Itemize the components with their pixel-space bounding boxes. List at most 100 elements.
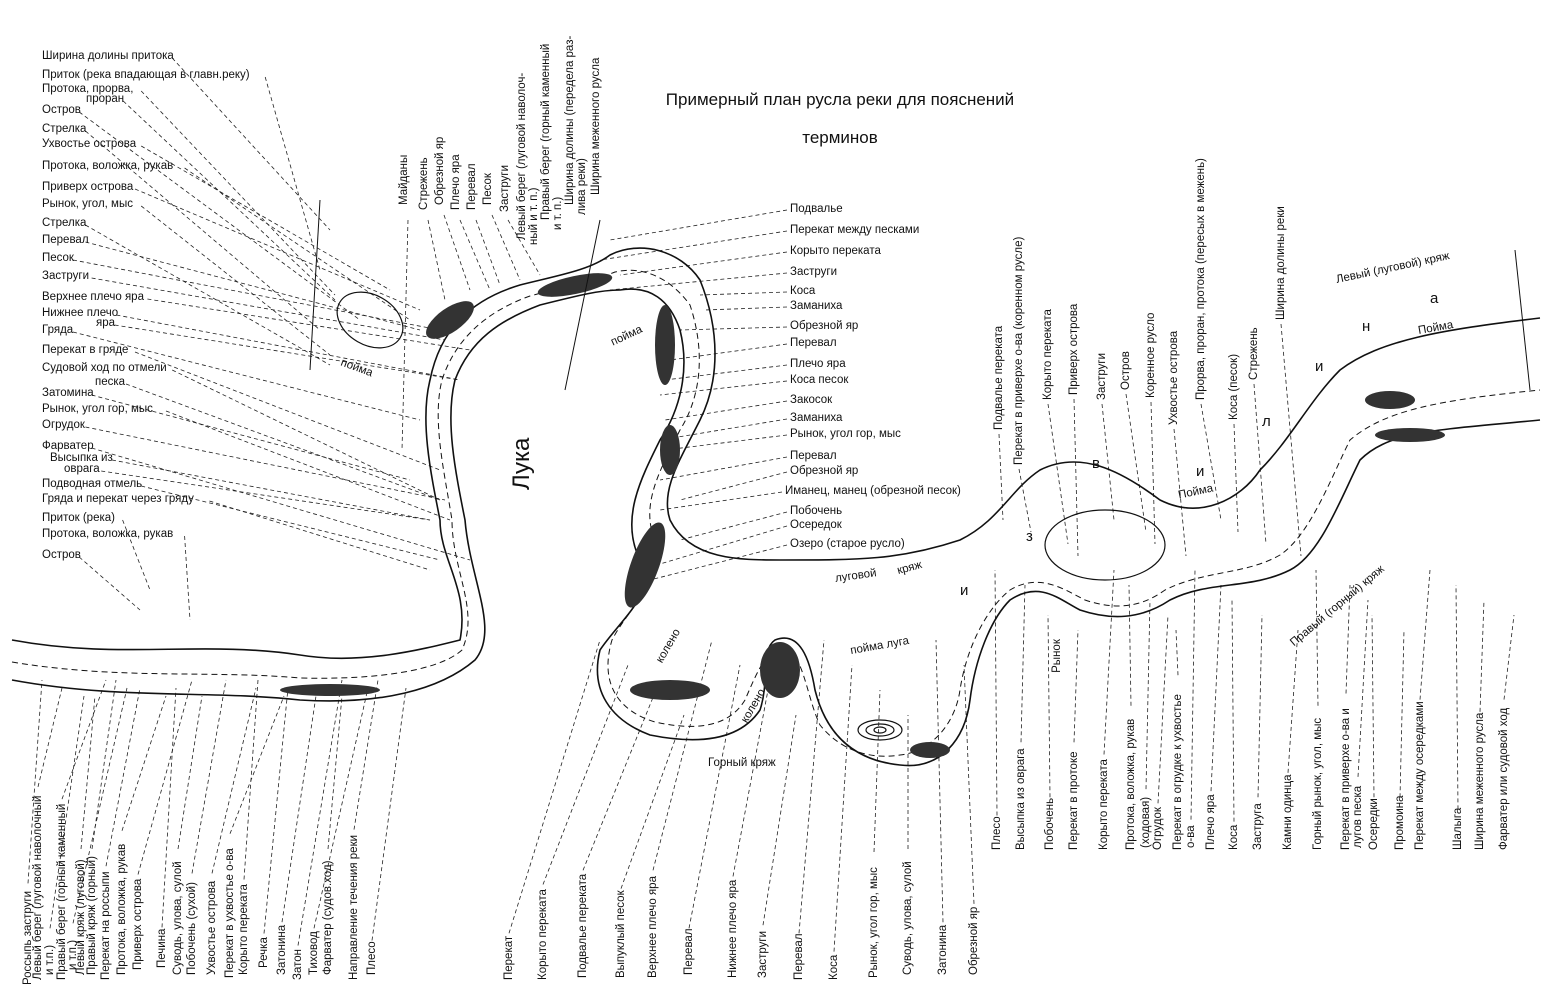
bottom-middle-label-8: Перевал xyxy=(793,933,805,980)
leader-bottom-right-5 xyxy=(1103,569,1115,755)
bottom-left-label-15: Корыто переката xyxy=(238,884,250,975)
leader-bottom-right-17 xyxy=(1357,599,1369,777)
bottom-middle-label-5: Перевал xyxy=(683,928,695,975)
bottom-middle-label-0: Перекат xyxy=(503,935,515,980)
bottom-left-label-8: Протока, воложка, рукав xyxy=(116,843,128,975)
leader-bottom-right-15 xyxy=(1315,569,1319,706)
right-top-label-2: Корыто переката xyxy=(1042,309,1054,400)
left-label-9: Рынок, угол, мыс xyxy=(42,198,133,210)
leader-mid-15 xyxy=(659,491,783,511)
leader-bottom-left-3 xyxy=(61,679,107,800)
leader-bottom-left-13 xyxy=(211,687,257,874)
leader-left-18 xyxy=(134,351,441,471)
top-vert-label-2: Обрезной яр xyxy=(434,136,446,205)
middle-label-4: Коса xyxy=(790,285,816,297)
leader-right-top-11 xyxy=(1280,323,1302,557)
leader-bottom-right-13 xyxy=(1257,614,1263,798)
left-label-25: Высыпка из xyxy=(50,452,113,464)
bottom-middle-label-12: Затонина xyxy=(937,924,949,975)
bottom-right-label-11: Плечо яра xyxy=(1205,794,1217,850)
leader-right-top-10 xyxy=(1253,383,1267,545)
left-label-22: Рынок, угол гор, мыс xyxy=(42,403,153,415)
top-vert-label-1: Стрежень xyxy=(418,157,430,210)
valley-letter-7: а xyxy=(1430,290,1439,307)
bottom-right-label-19: Промоина xyxy=(1394,795,1406,850)
valley-letter-3: и xyxy=(960,582,969,599)
leader-mid-17 xyxy=(639,525,788,571)
leader-bottom-middle-8 xyxy=(798,639,825,934)
sand-bottom-right xyxy=(910,742,950,758)
leader-right-top-7 xyxy=(1173,428,1187,557)
leader-bottom-middle-3 xyxy=(620,714,685,889)
leader-mid-11 xyxy=(659,418,788,441)
leader-bottom-right-21 xyxy=(1455,584,1459,810)
leader-bottom-right-4 xyxy=(1073,629,1079,743)
bottom-right-label-13: Заструга xyxy=(1252,803,1264,850)
leader-mid-2 xyxy=(619,251,788,276)
leader-bottom-middle-0 xyxy=(508,639,601,934)
leader-left-27 xyxy=(141,485,441,561)
leader-left-19 xyxy=(172,369,441,501)
left-label-28: Гряда и перекат через гряду xyxy=(42,493,194,505)
bottom-left-label-22: Плесо xyxy=(366,941,378,975)
bottom-middle-label-1: Корыто переката xyxy=(537,889,549,980)
bottom-right-label-23: Фарватер или судовой ход xyxy=(1498,707,1510,850)
sandbank-right-bend xyxy=(655,305,675,385)
island-right-lower xyxy=(1375,428,1445,442)
fairway-line xyxy=(11,269,1541,757)
middle-label-9: Коса песок xyxy=(790,374,849,386)
leader-bottom-right-23 xyxy=(1503,614,1515,700)
left-label-20: песка xyxy=(95,376,126,388)
right-top-label-7: Ухвостье острова xyxy=(1168,330,1180,425)
leader-left-14 xyxy=(147,298,471,351)
top-vert-label-12: лива реки) xyxy=(576,158,588,215)
middle-label-14: Обрезной яр xyxy=(790,465,859,477)
bottom-left-label-11: Суводь, улова, сулой xyxy=(172,861,184,975)
bottom-middle-label-3: Выпуклый песок xyxy=(615,890,627,978)
bottom-middle-label-13: Обрезной яр xyxy=(968,906,980,975)
left-label-5: Стрелка xyxy=(42,123,87,135)
leader-left-30 xyxy=(184,535,191,621)
middle-label-13: Перевал xyxy=(790,450,837,462)
bottom-left-label-21: Направление течения реки xyxy=(348,834,360,980)
leader-mid-7 xyxy=(669,343,788,361)
left-label-11: Перевал xyxy=(42,234,89,246)
left-label-2: Протока, прорва, xyxy=(42,83,134,95)
leader-top-4 xyxy=(475,219,501,286)
leader-bottom-left-11 xyxy=(177,695,203,850)
right-top-label-6: Коренное русло xyxy=(1145,312,1157,398)
leader-bottom-right-0 xyxy=(994,569,998,816)
right-top-label-9: Коса (песок) xyxy=(1228,353,1240,420)
leader-bottom-left-18 xyxy=(297,679,343,946)
leader-right-top-4 xyxy=(1101,403,1115,521)
left-label-8: Приверх острова xyxy=(42,181,134,193)
leader-mid-9 xyxy=(659,380,788,396)
leader-mid-1 xyxy=(599,230,788,261)
leader-left-9 xyxy=(140,205,331,356)
leader-mid-3 xyxy=(609,272,788,291)
middle-label-11: Заманиха xyxy=(790,412,843,424)
valley-letter-4: л xyxy=(1262,413,1271,430)
leader-right-top-1 xyxy=(1018,468,1032,533)
leader-bottom-right-1 xyxy=(1020,584,1026,743)
left-label-12: Песок xyxy=(42,252,74,264)
leader-left-6 xyxy=(140,145,391,291)
leader-bottom-left-1 xyxy=(37,687,63,787)
bottom-right-label-5: Корыто переката xyxy=(1098,759,1110,850)
bottom-left-label-6: Правый кряж (горный) xyxy=(86,856,98,975)
valley-letter-0: в xyxy=(1092,455,1100,472)
bottom-right-label-15: Горный рынок, угол, мыс xyxy=(1312,717,1324,850)
map-label-rynok: Рынок xyxy=(1050,639,1063,673)
bottom-middle-label-6: Нижнее плечо яра xyxy=(727,879,739,978)
sandbank-upper xyxy=(537,273,613,297)
leader-bottom-left-21 xyxy=(353,679,379,830)
leader-right-top-9 xyxy=(1233,423,1239,533)
bottom-left-label-17: Затонина xyxy=(276,924,288,975)
leader-left-23 xyxy=(85,426,446,501)
leader-bottom-left-7 xyxy=(105,687,141,867)
island-right-upper xyxy=(1365,391,1415,409)
leader-top-0 xyxy=(401,219,409,451)
leader-bottom-left-9 xyxy=(137,679,193,875)
leader-left-15 xyxy=(116,314,461,381)
